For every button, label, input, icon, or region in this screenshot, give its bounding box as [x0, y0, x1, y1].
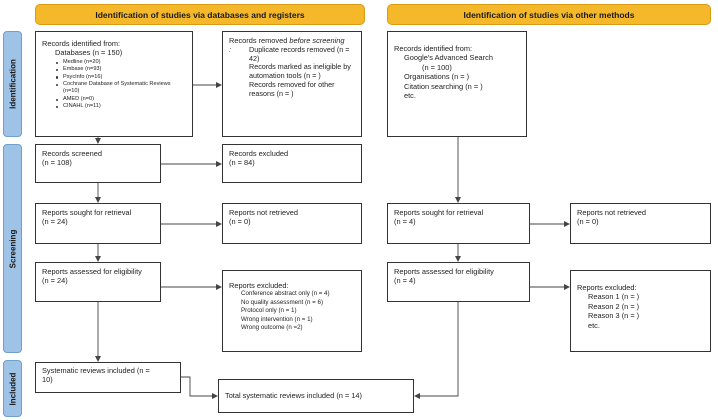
records-identified-box: Records identified from: Databases (n = … [35, 31, 193, 137]
other-source-item: Organisations (n = ) [404, 72, 470, 82]
databases-total: Databases (n = 150) [55, 48, 123, 58]
exclusion-reason: Wrong intervention (n = 1) [241, 315, 313, 323]
other-reports-assessed-box: Reports assessed for eligibility (n = 4) [387, 262, 530, 302]
total-included-box: Total systematic reviews included (n = 1… [218, 379, 414, 413]
systematic-reviews-box: Systematic reviews included (n = 10) [35, 362, 181, 393]
arrow-reviews-to-total [181, 376, 218, 399]
reports-excluded-reasons: Conference abstract only (n = 4) No qual… [229, 290, 355, 332]
other-exclusion-reason: etc. [588, 320, 600, 330]
records-removed-suffix: : [229, 45, 232, 55]
other-records-identified-box: Records identified from: Google's Advanc… [387, 31, 527, 137]
other-reports-assessed-label: Reports assessed for eligibility [394, 267, 494, 276]
records-removed-item: Records marked as ineligible by automati… [249, 62, 351, 81]
records-screened-count: (n = 108) [42, 158, 72, 168]
phase-included-label: Included [8, 372, 17, 405]
systematic-reviews-line1: Systematic reviews included (n = [42, 366, 150, 375]
database-item: AMED (n=0) [56, 96, 186, 103]
phase-screening: Screening [3, 144, 22, 353]
database-item: CINAHL (n=11) [56, 103, 186, 110]
exclusion-reason: Protocol only (n = 1) [241, 307, 297, 315]
records-excluded-box: Records excluded (n = 84) [222, 144, 362, 183]
other-reports-not-retrieved-count: (n = 0) [577, 217, 599, 227]
other-source-item: (n = 100) [422, 62, 452, 72]
records-excluded-label: Records excluded [229, 149, 289, 158]
reports-excluded-label: Reports excluded: [229, 281, 289, 290]
other-reports-sought-box: Reports sought for retrieval (n = 4) [387, 203, 530, 244]
reports-assessed-box: Reports assessed for eligibility (n = 24… [35, 262, 161, 302]
database-list: Medline (n=20) Embase (n=93) PsycInfo (n… [42, 59, 186, 111]
header-other-methods: Identification of studies via other meth… [387, 4, 711, 25]
reports-excluded-box: Reports excluded: Conference abstract on… [222, 270, 362, 352]
records-screened-box: Records screened (n = 108) [35, 144, 161, 183]
reports-assessed-count: (n = 24) [42, 276, 68, 286]
other-source-item: etc. [404, 91, 416, 101]
records-removed-suffix-line: : [229, 45, 355, 54]
phase-identification: Identification [3, 31, 22, 137]
reports-sought-label: Reports sought for retrieval [42, 208, 132, 217]
other-reports-sought-label: Reports sought for retrieval [394, 208, 484, 217]
records-removed-box: Records removed before screening : Dupli… [222, 31, 362, 137]
other-sources-list: Google's Advanced Search (n = 100) Organ… [394, 53, 520, 100]
other-exclusion-reason: Reason 2 (n = ) [588, 301, 640, 311]
header-databases: Identification of studies via databases … [35, 4, 365, 25]
records-removed-list: Duplicate records removed (n = 42) Recor… [229, 44, 355, 99]
systematic-reviews-line2: 10) [42, 375, 53, 385]
reports-not-retrieved-label: Reports not retrieved [229, 208, 299, 217]
database-item: Medline (n=20) [56, 59, 186, 66]
other-reports-not-retrieved-box: Reports not retrieved (n = 0) [570, 203, 711, 244]
database-item: PsycInfo (n=16) [56, 74, 186, 81]
other-reports-assessed-count: (n = 4) [394, 276, 416, 286]
database-item: Embase (n=93) [56, 66, 186, 73]
other-source-item: Citation searching (n = ) [404, 81, 483, 91]
phase-identification-label: Identification [8, 59, 17, 109]
other-source-item: Google's Advanced Search [404, 53, 493, 63]
reports-sought-count: (n = 24) [42, 217, 68, 227]
other-reports-not-retrieved-label: Reports not retrieved [577, 208, 647, 217]
exclusion-reason: Wrong outcome (n =2) [241, 324, 303, 332]
other-exclusion-reason: Reason 3 (n = ) [588, 311, 640, 321]
other-reports-sought-count: (n = 4) [394, 217, 416, 227]
records-removed-item: Duplicate records removed (n = 42) [249, 44, 350, 63]
exclusion-reason: No quality assessment (n = 6) [241, 298, 324, 306]
reports-not-retrieved-count: (n = 0) [229, 217, 251, 227]
reports-sought-box: Reports sought for retrieval (n = 24) [35, 203, 161, 244]
records-excluded-count: (n = 84) [229, 158, 255, 168]
records-identified-line1: Records identified from: [42, 39, 121, 48]
other-reports-excluded-box: Reports excluded: Reason 1 (n = ) Reason… [570, 270, 711, 352]
exclusion-reason: Conference abstract only (n = 4) [241, 290, 330, 298]
total-included-label: Total systematic reviews included (n = 1… [225, 391, 362, 400]
other-reports-excluded-label: Reports excluded: [577, 283, 637, 292]
reports-assessed-label: Reports assessed for eligibility [42, 267, 142, 276]
other-exclusion-reason: Reason 1 (n = ) [588, 292, 640, 302]
records-removed-item: Records removed for other reasons (n = ) [249, 80, 335, 98]
records-removed-heading: Records removed before screening [229, 36, 355, 45]
other-records-identified-line1: Records identified from: [394, 44, 473, 53]
other-reports-excluded-reasons: Reason 1 (n = ) Reason 2 (n = ) Reason 3… [577, 292, 704, 330]
records-screened-label: Records screened [42, 149, 102, 158]
arrow-other-assessed-to-total [414, 302, 459, 399]
records-removed-prefix: Records removed [229, 36, 290, 45]
records-removed-emphasis: before screening [289, 36, 345, 45]
database-item: Cochrane Database of Systematic Reviews … [56, 81, 186, 96]
phase-included: Included [3, 360, 22, 417]
reports-not-retrieved-box: Reports not retrieved (n = 0) [222, 203, 362, 244]
phase-screening-label: Screening [8, 229, 17, 268]
